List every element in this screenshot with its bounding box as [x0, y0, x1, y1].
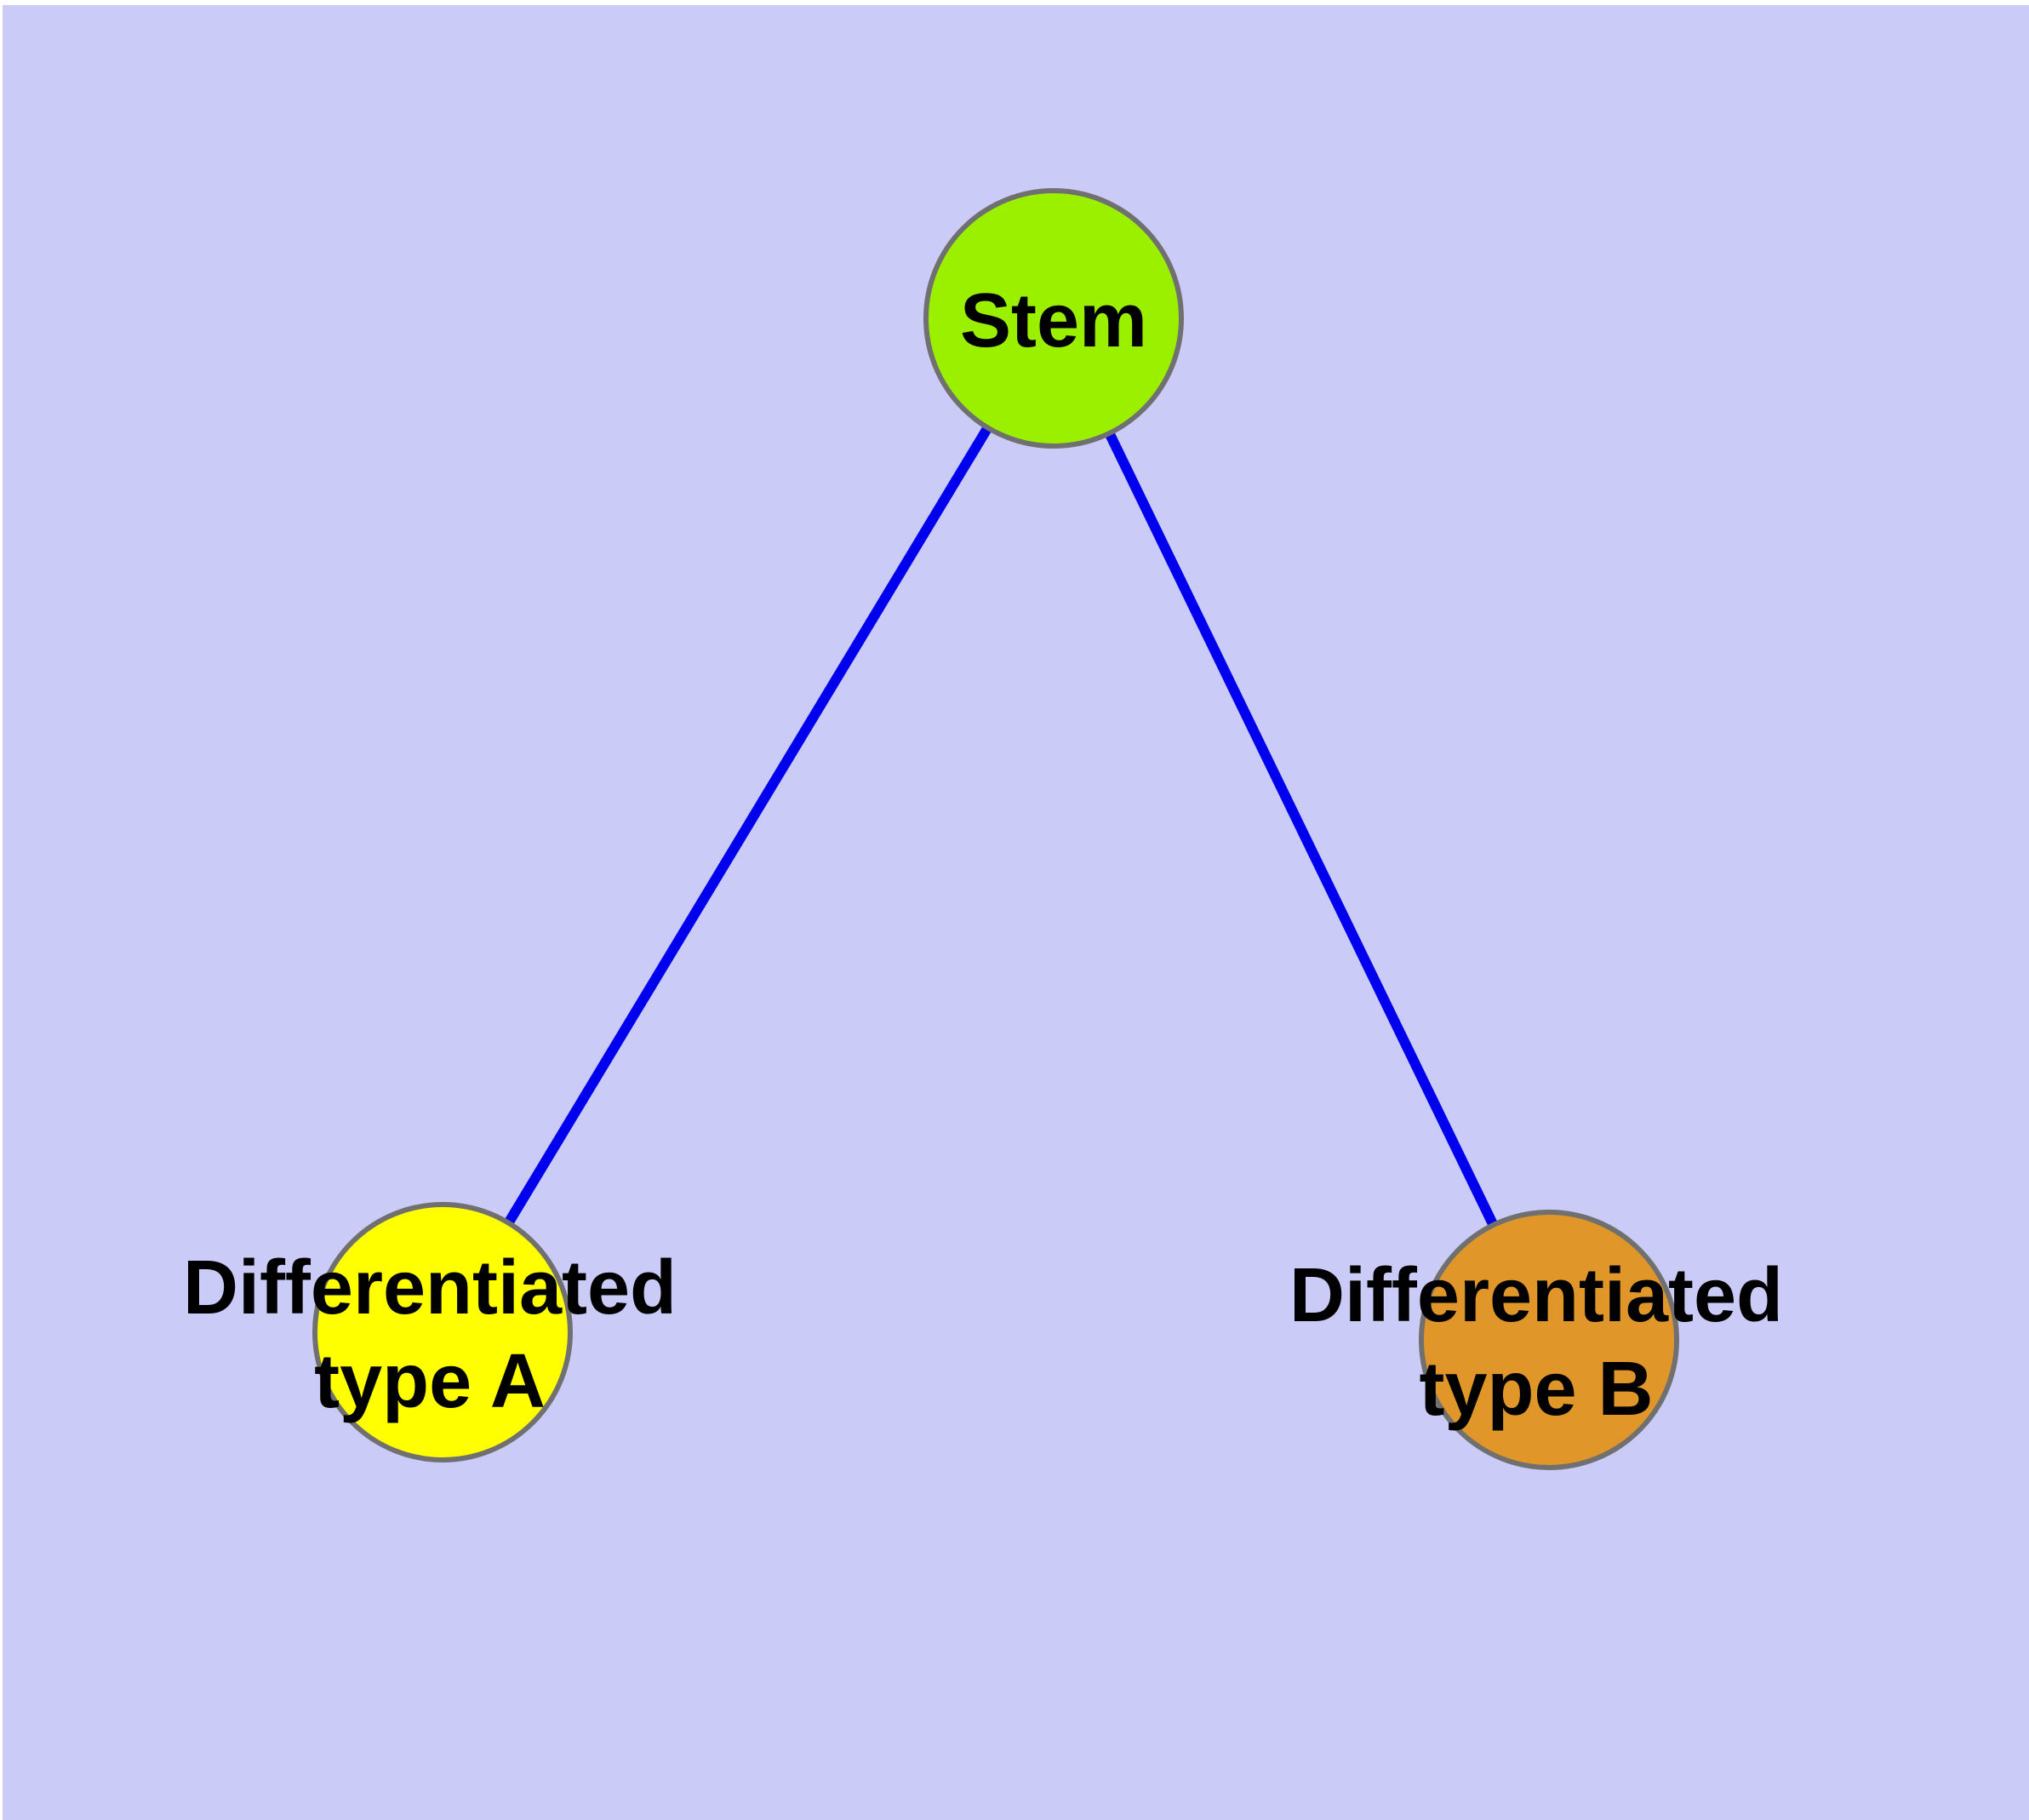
edge-stem-to-differentiated-type-a — [437, 315, 1059, 1336]
node-differentiated-type-b-label-line-1: type B — [1419, 1347, 1653, 1432]
node-stem-circle — [923, 188, 1184, 449]
node-differentiated-type-a-label-line-0: Differentiated — [183, 1245, 677, 1331]
edge-stem-to-differentiated-type-b — [1049, 316, 1554, 1342]
node-differentiated-type-a-label-line-1: type A — [314, 1339, 546, 1424]
node-stem-label-line-0: Stem — [960, 278, 1147, 363]
node-differentiated-type-a-circle — [312, 1202, 573, 1462]
node-differentiated-type-b-label-line-0: Differentiated — [1289, 1253, 1783, 1338]
node-differentiated-type-b-circle — [1419, 1210, 1679, 1470]
